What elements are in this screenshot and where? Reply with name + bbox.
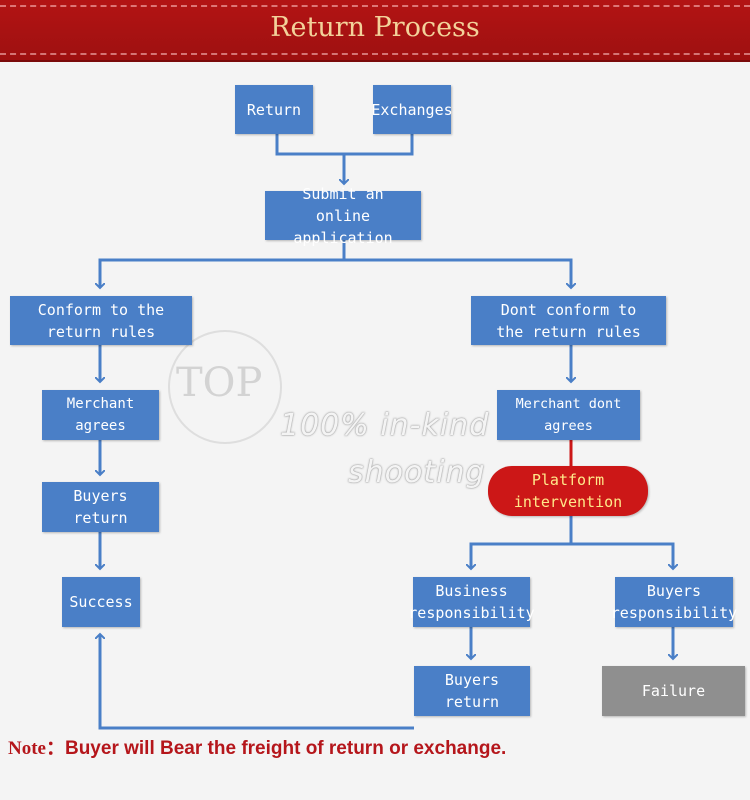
node-merchant-dont-agrees: Merchant dont agrees bbox=[497, 390, 640, 440]
watermark-logo-text: TOP bbox=[176, 360, 263, 406]
connector-back-to-success bbox=[100, 634, 414, 730]
node-merchant-agrees: Merchant agrees bbox=[42, 390, 159, 440]
connector-submit-split bbox=[100, 240, 346, 288]
node-business-responsibility: Business responsibility bbox=[408, 577, 535, 627]
connector-platform-right bbox=[571, 542, 673, 569]
watermark-logo-circle bbox=[168, 330, 282, 444]
watermark-line-1: 100% in-kind bbox=[280, 408, 490, 443]
connector-platform-split bbox=[471, 516, 573, 569]
node-buyers-return-left: Buyers return bbox=[42, 482, 159, 532]
note-body: Buyer will Bear the freight of return or… bbox=[64, 738, 507, 759]
node-buyers-responsibility: Buyers responsibility bbox=[611, 577, 737, 627]
note-text: Note：Buyer will Bear the freight of retu… bbox=[8, 733, 506, 760]
node-submit-application: Submit an online application bbox=[265, 185, 421, 247]
watermark-line-2: shooting bbox=[348, 455, 486, 490]
header-banner: Return Process bbox=[0, 0, 750, 62]
node-buyers-return-right: Buyers return bbox=[414, 666, 530, 716]
page-title: Return Process bbox=[270, 12, 480, 43]
connector-submit-right bbox=[344, 258, 571, 288]
note-label: Note： bbox=[8, 738, 65, 759]
node-success: Success bbox=[62, 577, 140, 627]
node-dont-conform-rules: Dont conform to the return rules bbox=[471, 296, 666, 345]
node-conform-rules: Conform to the return rules bbox=[10, 296, 192, 345]
connector-return bbox=[275, 134, 414, 156]
node-platform-intervention: Platform intervention bbox=[488, 466, 648, 516]
node-exchanges: Exchanges bbox=[371, 85, 453, 134]
node-return: Return bbox=[235, 85, 313, 134]
node-failure: Failure bbox=[602, 666, 745, 716]
